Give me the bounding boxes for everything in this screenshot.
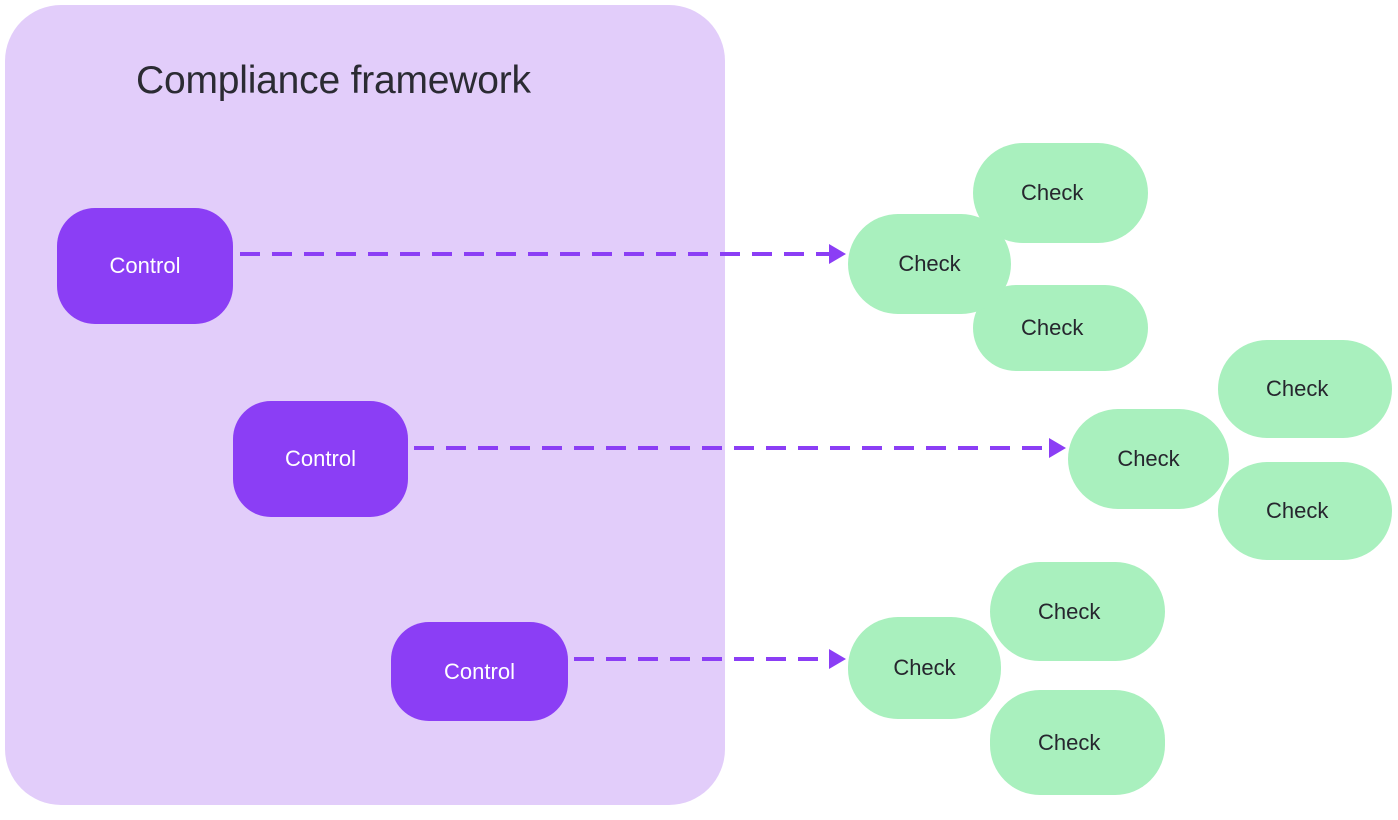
check-node-1-parent[interactable]: Check [848, 214, 1011, 314]
check-node-1-top[interactable]: Check [973, 143, 1148, 243]
arrow-head-icon [829, 649, 846, 669]
check-node-2-parent[interactable]: Check [1068, 409, 1229, 509]
check-node-1-parent-label: Check [898, 251, 961, 276]
check-node-3-top[interactable]: Check [990, 562, 1165, 661]
control-node-2-label: Control [285, 446, 356, 471]
check-node-1-bottom[interactable]: Check [973, 285, 1148, 371]
control-node-2[interactable]: Control [233, 401, 408, 517]
check-node-3-top-label: Check [1038, 598, 1101, 624]
check-node-3-parent-label: Check [893, 655, 956, 680]
control-node-3[interactable]: Control [391, 622, 568, 721]
check-node-3-bottom-label: Check [1038, 729, 1101, 755]
arrow-head-icon [1049, 438, 1066, 458]
control-node-3-label: Control [444, 658, 515, 684]
arrow-head-icon [829, 244, 846, 264]
page-title: Compliance framework [136, 59, 531, 102]
check-node-3-parent[interactable]: Check [848, 617, 1001, 719]
check-node-2-top-label: Check [1266, 376, 1329, 401]
check-node-1-top-label: Check [1021, 180, 1084, 205]
check-node-2-bottom[interactable]: Check [1218, 462, 1392, 560]
check-node-2-bottom-label: Check [1266, 498, 1329, 523]
check-node-3-bottom[interactable]: Check [990, 690, 1165, 795]
control-node-1-label: Control [109, 253, 181, 278]
control-node-1[interactable]: Control [57, 208, 233, 324]
check-node-2-top[interactable]: Check [1218, 340, 1392, 438]
check-node-1-bottom-label: Check [1021, 315, 1084, 340]
check-node-2-parent-label: Check [1117, 446, 1180, 471]
